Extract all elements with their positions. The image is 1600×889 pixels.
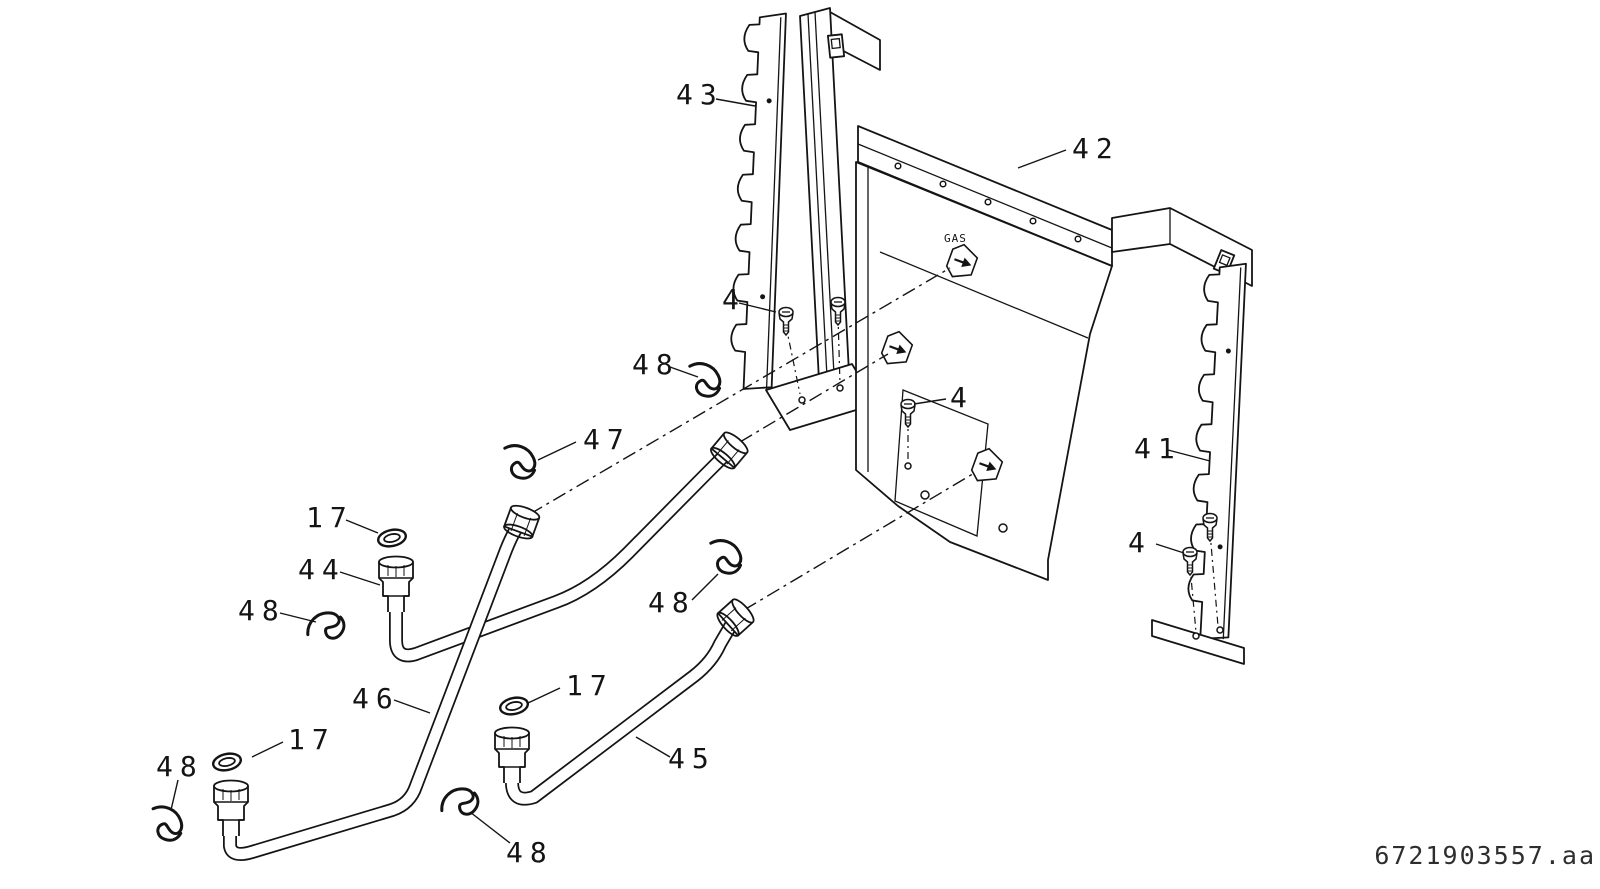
clip-48-bottom	[439, 784, 482, 819]
pipe-44-assembly	[389, 445, 735, 663]
mounting-rail-left	[728, 10, 789, 392]
callout-17-lower-left: 17	[288, 723, 336, 756]
latch-detail-top	[826, 33, 846, 59]
clip-47	[503, 439, 540, 483]
callout-leader-lines	[170, 98, 1211, 844]
callout-48-lower-left: 48	[156, 750, 204, 783]
callout-44: 44	[298, 553, 346, 586]
callout-17-upper-left: 17	[306, 501, 354, 534]
document-number: 6721903557.aa	[1374, 841, 1596, 870]
panel-cutout	[894, 389, 989, 537]
fitting-45	[494, 726, 530, 784]
fitting-46	[213, 779, 249, 837]
callout-labels: 43 42 4 48 47 17 44 48 46 17 48 4 41 4 1…	[156, 78, 1182, 869]
screw-4-right-b	[1182, 546, 1198, 576]
callout-42: 42	[1072, 132, 1120, 165]
callout-45: 45	[668, 742, 716, 775]
pipe-45-assembly	[505, 616, 741, 806]
callout-4-top: 4	[722, 283, 746, 316]
callout-48-top: 48	[632, 348, 680, 381]
oring-17-lower	[210, 750, 244, 774]
rail-right-base-plate	[1151, 619, 1245, 665]
gas-flow-label: GAS	[944, 232, 967, 245]
callout-43: 43	[676, 78, 724, 111]
oring-17-middle	[497, 694, 531, 718]
clip-48-middle	[709, 534, 746, 578]
clip-48-lower-left	[151, 802, 186, 844]
back-panel: GAS	[855, 125, 1253, 581]
callout-4-right: 4	[1128, 526, 1152, 559]
fitting-44	[378, 555, 414, 613]
callout-46: 46	[352, 682, 400, 715]
screw-4-left-a	[778, 306, 794, 336]
oring-17-upper	[375, 526, 409, 550]
clip-48-top	[688, 357, 725, 401]
clip-48-left	[305, 608, 348, 643]
callout-48-bottom: 48	[506, 836, 554, 869]
callout-4-panel: 4	[950, 381, 974, 414]
mounting-rail-right	[1184, 260, 1249, 642]
callout-48-middle: 48	[648, 586, 696, 619]
assembly-centerlines	[529, 267, 977, 611]
callout-17-middle: 17	[566, 669, 614, 702]
callout-41: 41	[1134, 432, 1182, 465]
callout-48-left: 48	[238, 594, 286, 627]
callout-47: 47	[583, 423, 631, 456]
